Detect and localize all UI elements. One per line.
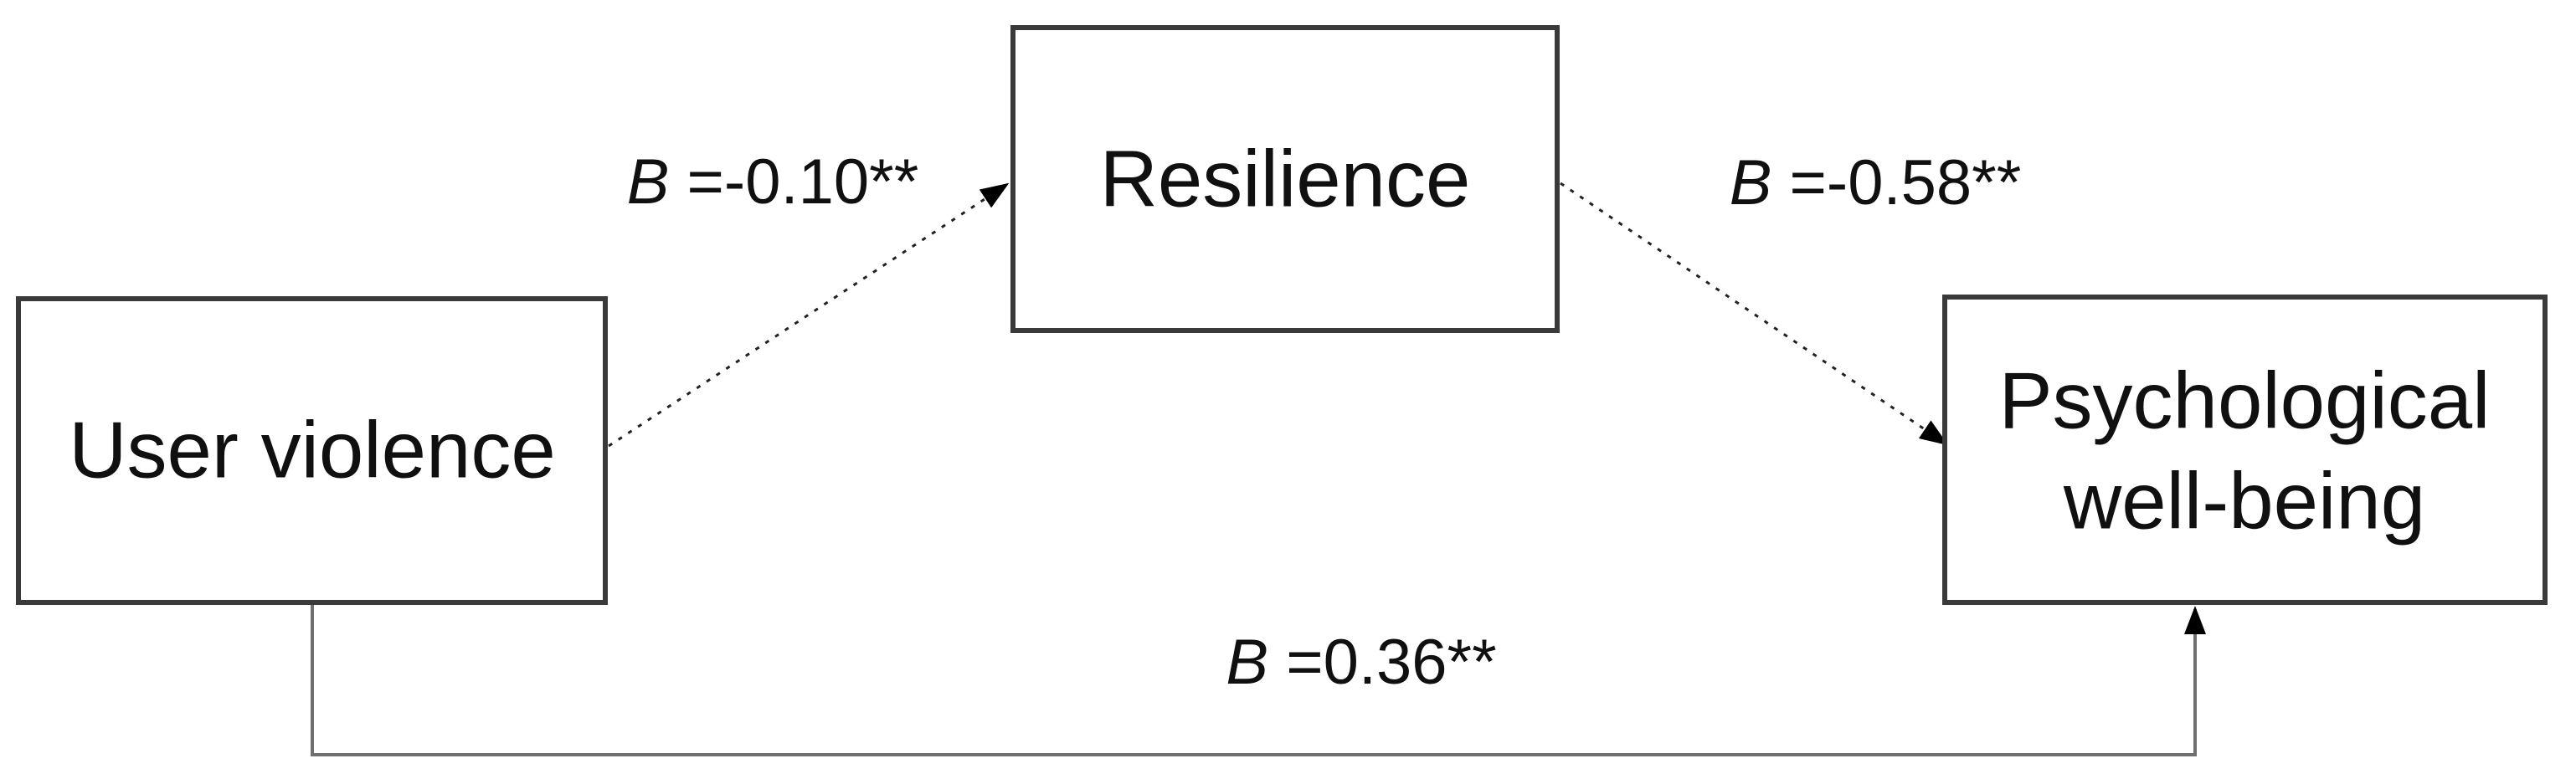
predictor-to-mediator-arrow — [608, 182, 1010, 448]
coefficient-label-a-path: B =-0.10** — [627, 146, 919, 218]
resilience-box — [1010, 25, 1560, 333]
mediator-to-outcome-arrow — [1560, 182, 1949, 446]
coefficient-a-symbol: B — [627, 146, 670, 218]
user-violence-box — [16, 296, 608, 605]
user-violence-label: User violence — [69, 406, 556, 495]
psychological-well-being-label-line1: Psychological — [1999, 356, 2491, 446]
psychological-well-being-box — [1942, 295, 2548, 605]
psychological-well-being-label-line2: well-being — [2063, 457, 2425, 546]
coefficient-b-value: =-0.58** — [1790, 147, 2022, 218]
coefficient-label-c-path: B =0.36** — [1226, 627, 1496, 698]
coefficient-c-value: =0.36** — [1286, 627, 1496, 698]
resilience-label: Resilience — [1100, 135, 1471, 224]
coefficient-c-symbol: B — [1226, 627, 1268, 698]
coefficient-b-symbol: B — [1730, 147, 1772, 218]
coefficient-label-b-path: B =-0.58** — [1730, 147, 2022, 218]
coefficient-a-value: =-0.10** — [687, 146, 919, 218]
direct-effect-arrow — [311, 602, 2206, 756]
